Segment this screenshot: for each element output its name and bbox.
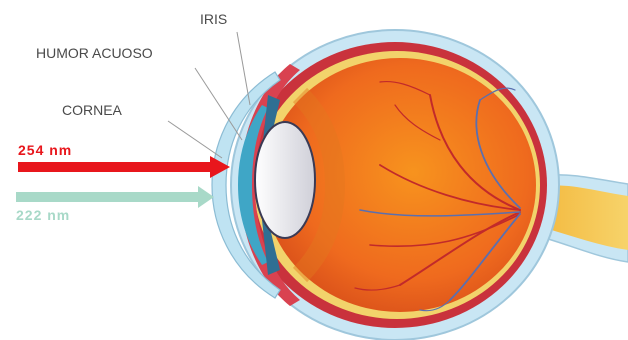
wavelength-254-label: 254 nm [18,143,72,157]
wavelength-222-label: 222 nm [16,208,70,222]
arrow-222nm [16,186,214,208]
arrow-254nm [18,156,230,178]
lens [255,122,315,238]
leader-line-cornea [168,121,222,158]
label-humor-acuoso: HUMOR ACUOSO [36,46,153,60]
label-iris: IRIS [200,12,227,26]
leader-line-iris [237,32,250,105]
leader-line-humor [195,68,242,140]
label-cornea: CORNEA [62,103,122,117]
